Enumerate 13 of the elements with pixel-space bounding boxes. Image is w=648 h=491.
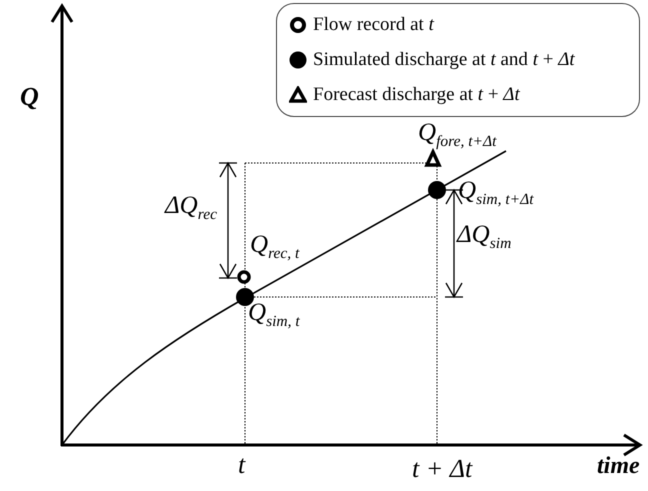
tick-label: t + Δt [412,456,472,482]
tick-label: t [238,452,246,478]
difference-label: ΔQ$_{sim}$ [457,222,512,252]
point-label: Q$_{sim, t+Δt}$ [458,178,534,208]
point-label: Q$_{sim, t}$ [248,300,300,330]
point-label: Q$_{fore, t+Δt}$ [418,120,496,150]
axis-label: time [597,454,640,478]
legend-text: Flow record at t [313,14,434,36]
point-label: Q$_{rec, t}$ [250,232,300,262]
axis-label: Q [20,84,39,110]
legend-text: Simulated discharge at t and t + Δt [313,48,575,71]
legend-text: Forecast discharge at t + Δt [313,84,520,106]
difference-label: ΔQ$_{rec}$ [165,193,217,222]
